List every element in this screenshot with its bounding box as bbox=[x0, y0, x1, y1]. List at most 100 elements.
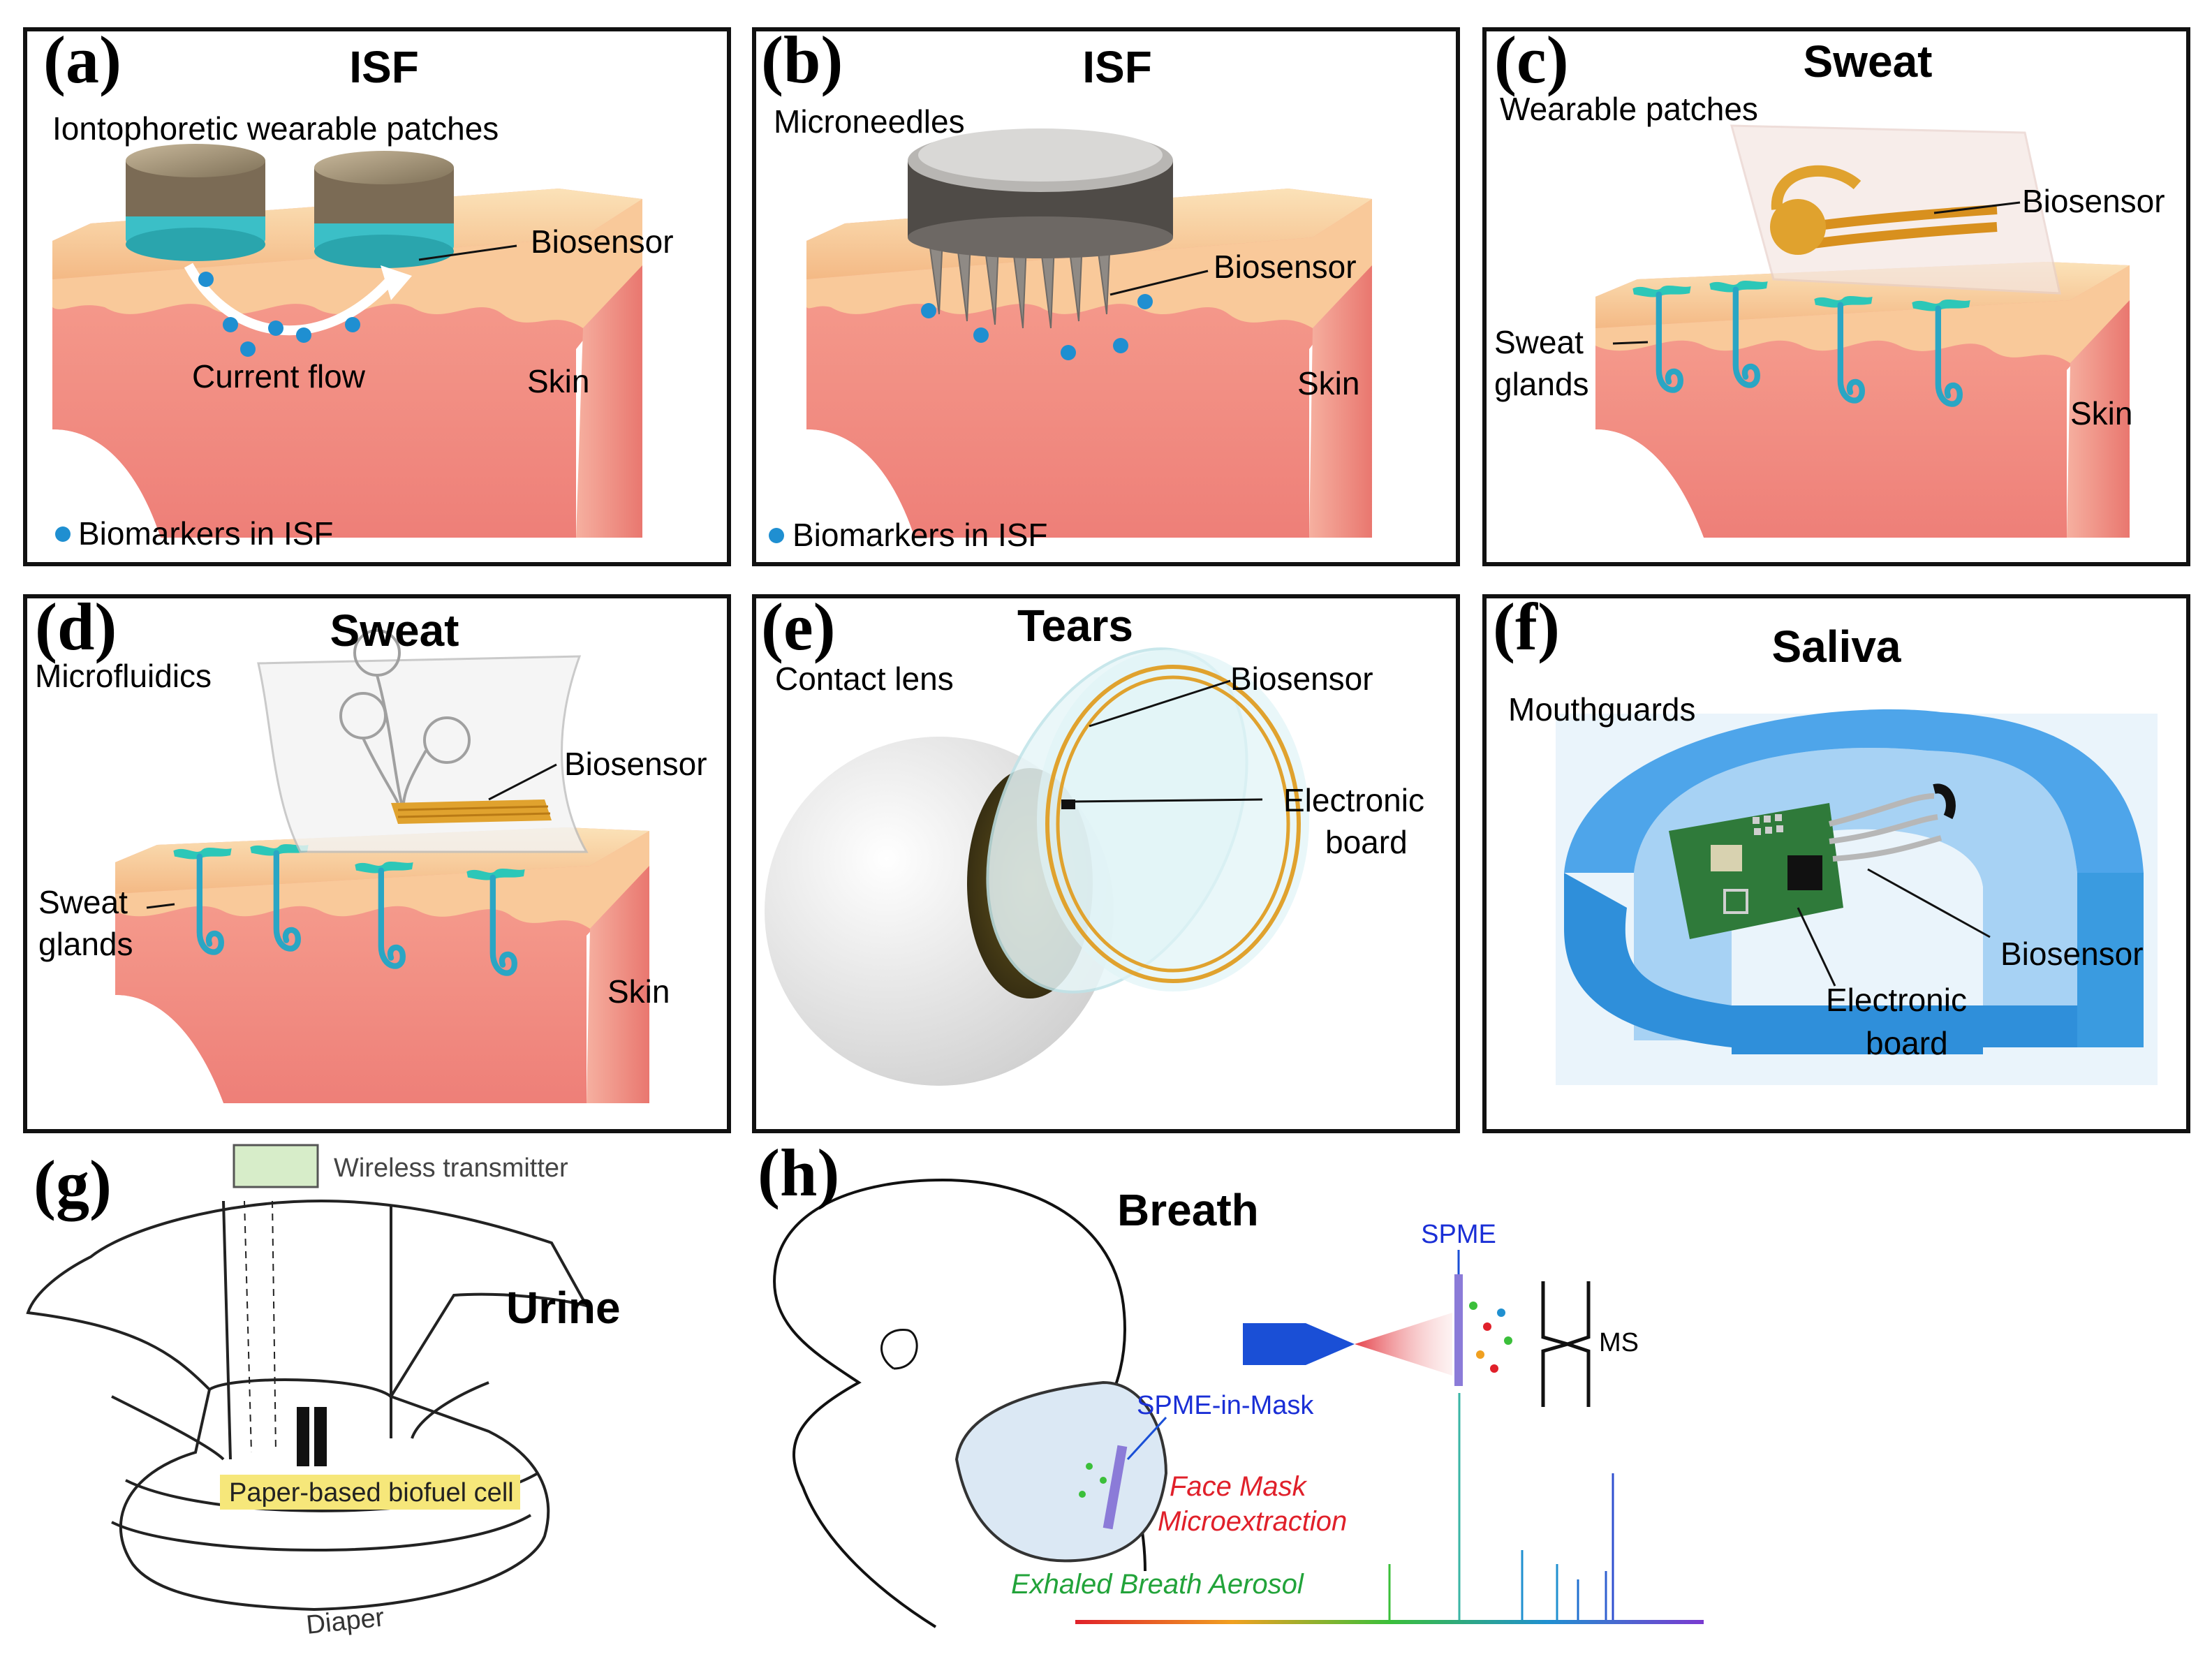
panel-frame-e bbox=[752, 594, 1460, 1133]
biomarker-dot-icon bbox=[769, 528, 784, 543]
spme-in-mask-label: SPME-in-Mask bbox=[1137, 1391, 1314, 1420]
microfluidic-patch bbox=[257, 629, 589, 853]
panel-letter: (a) bbox=[43, 22, 121, 97]
spme-in-mask-pointer bbox=[1126, 1416, 1167, 1461]
panel-frame-a bbox=[23, 27, 731, 566]
biofuel-cell-highlight bbox=[220, 1475, 520, 1510]
skin-label: Skin bbox=[607, 973, 670, 1010]
biosensor-label: Biosensor bbox=[564, 746, 707, 782]
face-mask-label-line2: Microextraction bbox=[1158, 1506, 1347, 1537]
biosensor-label: Biosensor bbox=[1214, 249, 1357, 285]
sweat-glands-label-line1: Sweat bbox=[38, 884, 128, 920]
face-mask-illustration bbox=[954, 1380, 1168, 1563]
panel-letter: (b) bbox=[761, 22, 843, 97]
lens-chip bbox=[1061, 799, 1075, 809]
contact-lens-ring bbox=[1037, 649, 1309, 992]
biosensor-label: Biosensor bbox=[1230, 661, 1373, 697]
panel-letter: (d) bbox=[35, 589, 117, 664]
biofuel-cell-electrode bbox=[297, 1407, 309, 1466]
panel-frame-f bbox=[1482, 594, 2190, 1133]
biosensor-pointer bbox=[418, 244, 517, 261]
ion-source-nozzle-icon bbox=[1243, 1323, 1306, 1365]
panel-title: ISF bbox=[349, 42, 419, 92]
panel-letter: (g) bbox=[34, 1147, 112, 1221]
biosensor-pointer bbox=[1089, 679, 1231, 728]
electronic-board-label-line1: Electronic bbox=[1283, 782, 1424, 818]
panel-subtitle: Mouthguards bbox=[1508, 691, 1696, 728]
panel-e: (e) Tears Contact lens Biosensor Electro… bbox=[761, 589, 1424, 1086]
biosensor-pointer bbox=[1933, 201, 2021, 214]
electronic-board-pointer bbox=[1071, 798, 1263, 803]
panel-title: Tears bbox=[1017, 600, 1133, 651]
aerosol-particles bbox=[1079, 1302, 1512, 1498]
panel-subtitle: Wearable patches bbox=[1500, 91, 1758, 127]
skin-label: Skin bbox=[2070, 395, 2132, 432]
panel-letter: (c) bbox=[1494, 22, 1569, 97]
biosensor-label: Biosensor bbox=[2022, 183, 2165, 219]
sweat-glands-label-line2: glands bbox=[38, 926, 133, 962]
electronic-board-label-line2: board bbox=[1866, 1025, 1948, 1061]
iontophoretic-patch-right bbox=[314, 151, 454, 268]
electronic-board-label-line2: board bbox=[1325, 824, 1408, 860]
sweat-glands-pointer bbox=[146, 903, 175, 909]
sweat-glands-label-line2: glands bbox=[1494, 366, 1589, 402]
biosensor-pointer bbox=[1867, 868, 1991, 938]
exhaled-breath-label: Exhaled Breath Aerosol bbox=[1011, 1569, 1304, 1600]
electronic-board-pointer bbox=[1797, 907, 1836, 987]
panel-subtitle: Microfluidics bbox=[35, 658, 212, 694]
biomarker-dots bbox=[921, 294, 1153, 360]
sweat-glands-pointer bbox=[1612, 341, 1649, 345]
panel-frames bbox=[23, 27, 2190, 1133]
panel-a: (a) ISF Iontophoretic wearable patches B… bbox=[43, 22, 674, 552]
microneedle-patch bbox=[908, 128, 1173, 329]
panel-letter: (e) bbox=[761, 589, 836, 664]
biosensor-pointer bbox=[1109, 270, 1209, 296]
spme-in-mask-fiber bbox=[1103, 1445, 1128, 1530]
spray-cone bbox=[1355, 1313, 1452, 1376]
panel-b: (b) ISF Microneedles Biosensor Skin Biom… bbox=[761, 22, 1372, 553]
biosensor-pointer bbox=[488, 763, 557, 801]
panel-title: Urine bbox=[506, 1283, 621, 1333]
skin-label: Skin bbox=[1297, 365, 1359, 401]
biosensor-label: Biosensor bbox=[531, 223, 674, 260]
electronic-board-label-line1: Electronic bbox=[1826, 982, 1967, 1018]
skin-block-illustration bbox=[1595, 262, 2130, 538]
ms-label: MS bbox=[1599, 1328, 1639, 1357]
biomarker-dots bbox=[198, 272, 360, 357]
wearable-patch bbox=[1730, 124, 2061, 295]
legend-label: Biomarkers in ISF bbox=[78, 515, 334, 552]
panel-subtitle: Iontophoretic wearable patches bbox=[52, 110, 499, 147]
wireless-transmitter-label: Wireless transmitter bbox=[334, 1153, 568, 1183]
iontophoretic-patch-left bbox=[126, 144, 265, 261]
panel-f: (f) Saliva Mouthguards Biosensor Electro… bbox=[1493, 589, 2158, 1085]
biofuel-cell-label: Paper-based biofuel cell bbox=[229, 1478, 514, 1507]
spme-fiber bbox=[1454, 1274, 1463, 1386]
current-flow-label: Current flow bbox=[192, 358, 366, 395]
panel-frame-b bbox=[752, 27, 1460, 566]
panel-frame-c bbox=[1482, 27, 2190, 566]
panel-subtitle: Microneedles bbox=[774, 103, 965, 140]
panel-frame-d bbox=[23, 594, 731, 1133]
biomarker-dot-icon bbox=[55, 526, 71, 542]
panel-title: Breath bbox=[1117, 1185, 1259, 1235]
panel-letter: (f) bbox=[1493, 589, 1560, 664]
lens-antenna-outer bbox=[1045, 665, 1301, 983]
skin-label: Skin bbox=[527, 363, 589, 399]
ms-inlet-icon bbox=[1541, 1281, 1591, 1407]
biosensor-label: Biosensor bbox=[2000, 936, 2144, 972]
current-flow-arrowhead bbox=[381, 265, 412, 300]
ion-source-tip bbox=[1306, 1323, 1355, 1365]
panel-title: ISF bbox=[1082, 42, 1152, 92]
panel-title: Sweat bbox=[330, 605, 459, 656]
panel-letter: (h) bbox=[758, 1135, 839, 1210]
biofuel-cell-electrode bbox=[314, 1407, 327, 1466]
spme-label: SPME bbox=[1421, 1220, 1496, 1249]
pcb-board bbox=[1669, 783, 1956, 939]
ear-illustration bbox=[880, 1329, 918, 1370]
panel-title: Saliva bbox=[1771, 621, 1901, 672]
legend-label: Biomarkers in ISF bbox=[792, 517, 1048, 553]
face-mask-label-line1: Face Mask bbox=[1170, 1471, 1308, 1502]
lens-antenna-inner bbox=[1056, 675, 1290, 973]
panel-g: (g) Urine Wireless transmitter Paper-bas… bbox=[26, 1144, 621, 1640]
